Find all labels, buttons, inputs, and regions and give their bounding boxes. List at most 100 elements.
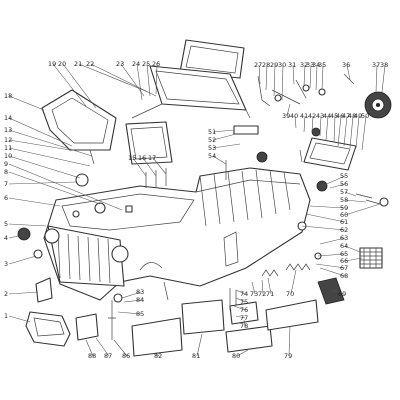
callout-label-77: 77 — [240, 314, 248, 322]
callout-label-60: 60 — [340, 211, 348, 219]
panel-82 — [131, 317, 183, 357]
callout-label-1: 1 — [4, 312, 8, 320]
leader-line-81 — [196, 333, 203, 357]
callout-label-69: 69 — [338, 290, 346, 298]
leader-line-4 — [8, 235, 19, 239]
leader-line-51 — [212, 129, 235, 133]
leader-line-47 — [343, 115, 348, 147]
leader-line-29 — [273, 64, 276, 97]
callout-label-56: 56 — [340, 180, 348, 188]
leader-line-76 — [233, 305, 246, 311]
right-parts — [256, 151, 389, 305]
callout-label-72: 72 — [258, 290, 266, 298]
callout-label-22: 22 — [86, 60, 94, 68]
leader-line-50 — [361, 115, 367, 151]
right-side-window — [303, 137, 357, 171]
callout-label-49: 49 — [354, 112, 362, 120]
leader-line-23 — [120, 63, 145, 97]
callout-label-70: 70 — [286, 290, 294, 298]
leader-line-88 — [85, 339, 94, 357]
leader-line-45 — [333, 115, 336, 143]
leader-line-35 — [321, 64, 324, 91]
callout-label-5: 5 — [4, 220, 8, 228]
callout-label-9: 9 — [4, 160, 8, 168]
leader-line-3 — [8, 255, 37, 265]
leader-line-6 — [8, 197, 61, 207]
leader-line-56 — [329, 183, 346, 189]
callout-label-10: 10 — [4, 152, 12, 160]
leader-line-68 — [319, 267, 346, 277]
leader-line-86 — [113, 339, 128, 357]
leader-line-67 — [315, 263, 346, 269]
callout-label-4: 4 — [4, 234, 8, 242]
leader-line-59 — [309, 205, 346, 209]
leader-line-26 — [155, 63, 158, 95]
car-body — [43, 167, 311, 301]
leader-line-62 — [301, 225, 346, 231]
leader-line-48 — [349, 115, 354, 149]
callout-label-51: 51 — [208, 128, 216, 136]
callout-label-21: 21 — [74, 60, 82, 68]
panel-80 — [225, 325, 273, 353]
leader-line-77 — [235, 315, 246, 319]
leader-line-78 — [243, 319, 246, 327]
callout-label-12: 12 — [4, 136, 12, 144]
callout-label-55: 55 — [340, 172, 348, 180]
leader-line-8 — [8, 171, 101, 205]
leader-line-34 — [315, 64, 318, 91]
leader-line-38 — [381, 64, 386, 93]
leader-line-12 — [8, 139, 71, 151]
leader-line-13 — [8, 129, 93, 157]
leader-line-9 — [8, 163, 123, 211]
panel-81 — [181, 299, 225, 335]
callout-label-11: 11 — [4, 144, 12, 152]
spare-tire — [364, 91, 392, 119]
leader-line-63 — [319, 237, 346, 245]
callout-label-6: 6 — [4, 194, 8, 202]
leader-line-61 — [305, 213, 346, 223]
leader-line-1 — [8, 315, 31, 323]
leader-line-37 — [375, 64, 378, 93]
callout-label-48: 48 — [348, 112, 356, 120]
callout-label-16: 16 — [138, 154, 146, 162]
callout-label-61: 61 — [340, 218, 348, 226]
callout-label-52: 52 — [208, 136, 216, 144]
callout-label-68: 68 — [340, 272, 348, 280]
callout-label-82: 82 — [154, 352, 162, 360]
leader-line-11 — [8, 147, 91, 167]
leader-line-57 — [344, 191, 357, 197]
bracket-parts — [35, 277, 169, 341]
panel-79 — [265, 299, 319, 331]
leader-line-82 — [155, 353, 160, 357]
leader-line-39 — [286, 103, 291, 117]
leader-line-15 — [132, 157, 147, 177]
callout-label-64: 64 — [340, 242, 348, 250]
leader-line-19 — [52, 63, 87, 107]
callout-label-29: 29 — [270, 61, 278, 69]
leader-line-71 — [267, 277, 272, 295]
callout-label-37: 37 — [372, 61, 380, 69]
callout-label-14: 14 — [4, 114, 12, 122]
callout-label-3: 3 — [4, 260, 8, 268]
callout-label-28: 28 — [262, 61, 270, 69]
callout-label-50: 50 — [361, 112, 369, 120]
callout-label-46: 46 — [336, 112, 344, 120]
callout-label-40: 40 — [290, 112, 298, 120]
callout-label-30: 30 — [278, 61, 286, 69]
leader-line-27 — [258, 64, 261, 85]
callout-label-43: 43 — [316, 112, 324, 120]
callout-label-38: 38 — [380, 61, 388, 69]
callout-label-17: 17 — [148, 154, 156, 162]
callout-label-67: 67 — [340, 264, 348, 272]
left-window-panel — [41, 89, 117, 151]
callout-label-71: 71 — [266, 290, 274, 298]
callout-label-81: 81 — [192, 352, 200, 360]
leader-line-30 — [281, 64, 284, 101]
callout-label-39: 39 — [282, 112, 290, 120]
windshield — [131, 65, 251, 119]
callout-label-32: 32 — [300, 61, 308, 69]
callout-label-74: 74 — [240, 290, 248, 298]
leader-line-74 — [235, 289, 246, 295]
callout-label-80: 80 — [232, 352, 240, 360]
